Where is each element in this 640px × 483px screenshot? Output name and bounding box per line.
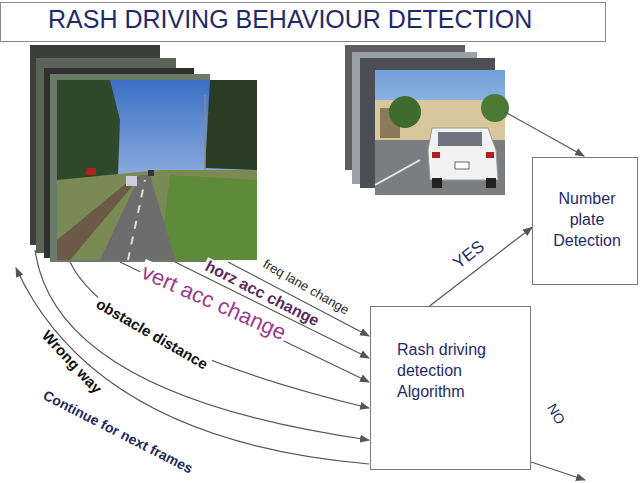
- feature-lines: [16, 112, 585, 480]
- road-photo-stack: [30, 45, 257, 262]
- plate-detection-box: Number plate Detection: [532, 157, 638, 285]
- algorithm-box: Rash driving detection Algorithm: [370, 306, 531, 470]
- car-photo-stack: [345, 45, 509, 195]
- connector: [430, 227, 532, 306]
- node-label: Rash driving detection Algorithm: [397, 339, 520, 402]
- feature-label: Continue for next frames: [39, 387, 197, 477]
- feature-label: obstacle distance: [92, 295, 212, 374]
- title: RASH DRIVING BEHAVIOUR DETECTION: [48, 5, 532, 34]
- branch-label: NO: [543, 400, 568, 429]
- edge-label: YES: [448, 236, 489, 273]
- node-label: Number plate Detection: [543, 188, 631, 251]
